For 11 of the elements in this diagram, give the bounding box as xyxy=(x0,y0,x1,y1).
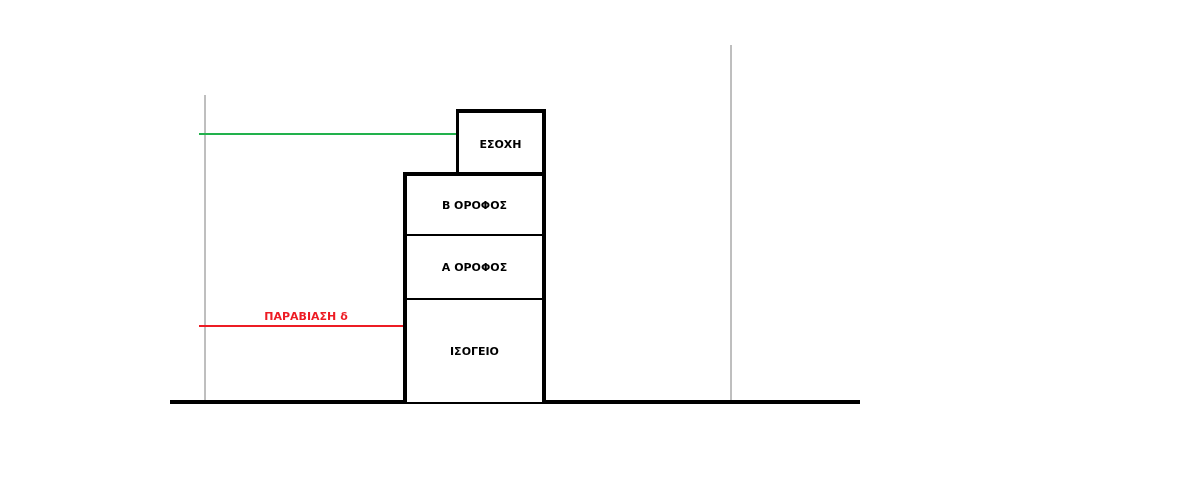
floor-label: ΙΣΟΓΕΙΟ xyxy=(450,344,499,358)
floor-box xyxy=(403,300,546,402)
edge-label: ΠΑΡΑΒΙΑΣΗ δ xyxy=(262,310,350,323)
setback-line xyxy=(198,133,457,135)
projection-box xyxy=(456,109,546,175)
floor-label: Β ΟΡΟΦΟΣ xyxy=(441,198,508,212)
floor-box xyxy=(403,172,546,236)
floor-label: ΕΣΟΧΗ xyxy=(479,137,522,151)
setback-line xyxy=(198,325,404,327)
floor-box xyxy=(403,236,546,300)
floor-label: Α ΟΡΟΦΟΣ xyxy=(441,260,508,274)
